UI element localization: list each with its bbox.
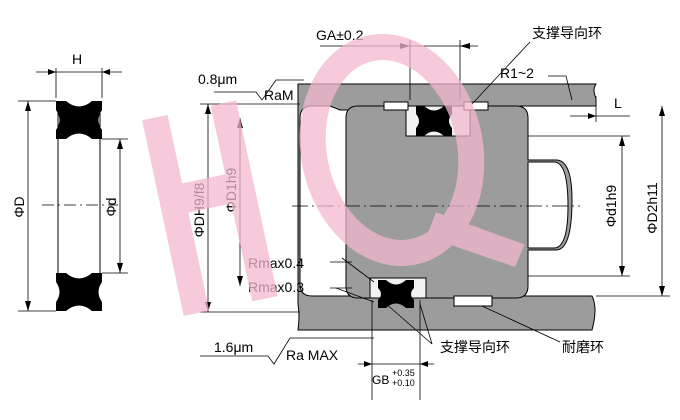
hq-watermark <box>142 33 525 316</box>
rmax04-leader <box>341 257 375 283</box>
phi-d1h9-dimension: Φd1h9 <box>528 135 630 277</box>
guide-ring-label-top: 支撑导向环 <box>532 25 602 41</box>
seal-cross-section-bottom <box>56 273 102 311</box>
ga-label: GA±0.2 <box>316 27 364 43</box>
wear-ring-callout: 耐磨环 <box>481 305 604 355</box>
radius-leader <box>548 75 573 101</box>
roughness-bottom-ramax: Ra MAX <box>286 347 339 363</box>
phi-D-label: ΦD <box>11 196 27 217</box>
gb-label: GB <box>372 373 389 387</box>
small-seal-view: H ΦD Φd <box>11 51 128 312</box>
gb-dimension: GB +0.35 +0.10 <box>358 300 434 400</box>
l-arrow <box>588 113 596 119</box>
l-label: L <box>614 95 622 111</box>
gb-lower-tol: +0.10 <box>392 378 415 388</box>
roughness-bottom-symbol <box>200 337 374 365</box>
h-label: H <box>72 51 82 67</box>
assembly-seal-top <box>416 106 452 136</box>
watermark-q <box>299 33 525 267</box>
roughness-top: 0.8μm RaM <box>198 71 304 103</box>
phi-d-label: Φd <box>103 198 119 217</box>
wear-ring <box>453 295 493 307</box>
guide-ring-label-bottom: 支撑导向环 <box>440 339 510 355</box>
rmax03-leader <box>335 287 375 303</box>
radius-label: R1~2 <box>500 65 534 81</box>
guide-ring-top-left <box>383 101 409 111</box>
assembly-seal-bottom <box>378 280 414 308</box>
wear-ring-leader <box>481 305 561 343</box>
phi-D2h11-label: ΦD2h11 <box>644 182 660 234</box>
guide-ring-callout-top: 支撑导向环 <box>471 25 602 105</box>
seal-cross-section-top <box>56 101 102 139</box>
gb-upper-tol: +0.35 <box>392 368 415 378</box>
guide-ring-leader-bottom-b <box>419 303 433 345</box>
l-dimension: L <box>570 95 630 122</box>
guide-ring-leader-top <box>471 41 531 105</box>
phi-d1h9-label: Φd1h9 <box>603 185 619 228</box>
guide-ring-callout-bottom: 支撑导向环 <box>383 301 510 355</box>
radius-callout: R1~2 <box>500 65 573 101</box>
phi-D2h11-dimension: ΦD2h11 <box>596 106 670 297</box>
guide-ring-leader-bottom-a <box>383 301 433 345</box>
roughness-top-value: 0.8μm <box>198 71 237 87</box>
roughness-top-ram: RaM <box>264 87 294 103</box>
roughness-bottom-value: 1.6μm <box>214 339 253 355</box>
wear-ring-label: 耐磨环 <box>562 339 604 355</box>
piston-rod-end <box>527 161 569 249</box>
watermark-h <box>142 100 278 316</box>
roughness-top-symbol <box>214 79 304 101</box>
roughness-bottom: 1.6μm Ra MAX <box>200 337 374 365</box>
